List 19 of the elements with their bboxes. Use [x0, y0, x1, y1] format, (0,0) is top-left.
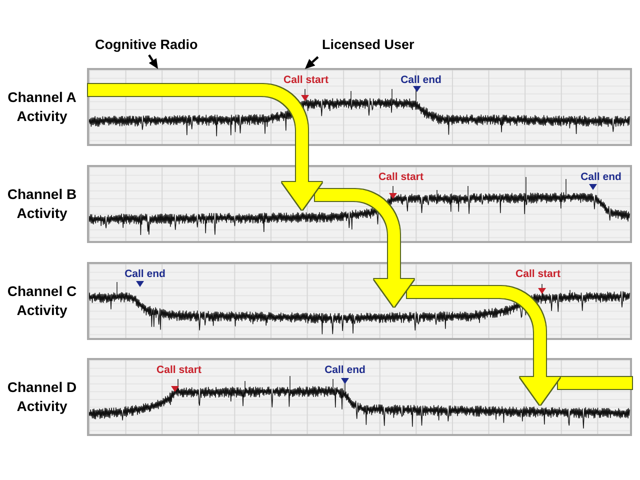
event-label: Call start — [156, 364, 202, 376]
channel-label: Channel C Activity — [6, 282, 78, 320]
event-label: Call end — [580, 171, 622, 183]
event-label: Call end — [324, 364, 366, 376]
block-arrow — [407, 286, 560, 405]
event-label: Call start — [516, 268, 560, 280]
event-label: Call start — [284, 74, 328, 86]
leader-arrow — [304, 56, 319, 69]
block-arrow — [315, 189, 414, 307]
event-label: Call end — [400, 74, 442, 86]
channel-label: Channel D Activity — [6, 378, 78, 416]
event-label: Call start — [378, 171, 424, 183]
event-label: Call end — [124, 268, 166, 280]
block-arrow — [88, 84, 322, 210]
callout-label: Licensed User — [322, 37, 414, 53]
callout-label: Cognitive Radio — [95, 37, 198, 53]
leader-arrow — [148, 54, 158, 69]
channel-label: Channel B Activity — [6, 185, 78, 223]
channel-label: Channel A Activity — [6, 88, 78, 126]
